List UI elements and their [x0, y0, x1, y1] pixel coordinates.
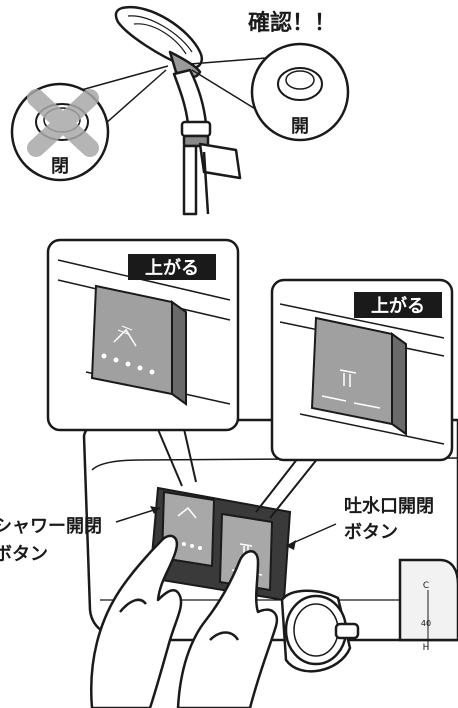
- raised-tag-left: [128, 254, 216, 280]
- closed-label: 閉: [51, 156, 69, 177]
- dial-scale-top: C: [423, 581, 429, 591]
- open-button-circle: 開: [250, 42, 350, 142]
- cross-mark-icon: [27, 89, 99, 157]
- spout-callout-line1: 吐水口開閉: [344, 495, 434, 517]
- callout-left: 上がる: [46, 238, 240, 487]
- raised-tag-left-text: 上がる: [145, 257, 199, 279]
- temperature-dial[interactable]: [280, 589, 360, 673]
- spout-callout-line2: ボタン: [344, 522, 398, 543]
- callout-right: 上がる: [255, 278, 454, 519]
- raised-tag-right: [354, 292, 442, 318]
- shower-button-callout: シャワー開閉 ボタン: [0, 506, 161, 565]
- dial-scale-bottom: H: [423, 643, 430, 653]
- raised-tag-right-text: 上がる: [371, 295, 425, 317]
- closed-button-circle: 閉: [10, 82, 110, 182]
- hands: [90, 534, 279, 708]
- shower-callout-line2: ボタン: [0, 544, 48, 565]
- confirm-label: 確認！！: [248, 10, 336, 36]
- spout-button-large: [310, 316, 393, 426]
- open-label: 開: [291, 116, 309, 137]
- spout-button-callout: 吐水口開閉 ボタン: [285, 495, 434, 550]
- shower-head: [114, 5, 242, 216]
- shower-callout-line1: シャワー開閉: [0, 516, 102, 537]
- dial-scale-value: 40: [421, 619, 431, 628]
- shower-indicator-dot: [101, 353, 107, 359]
